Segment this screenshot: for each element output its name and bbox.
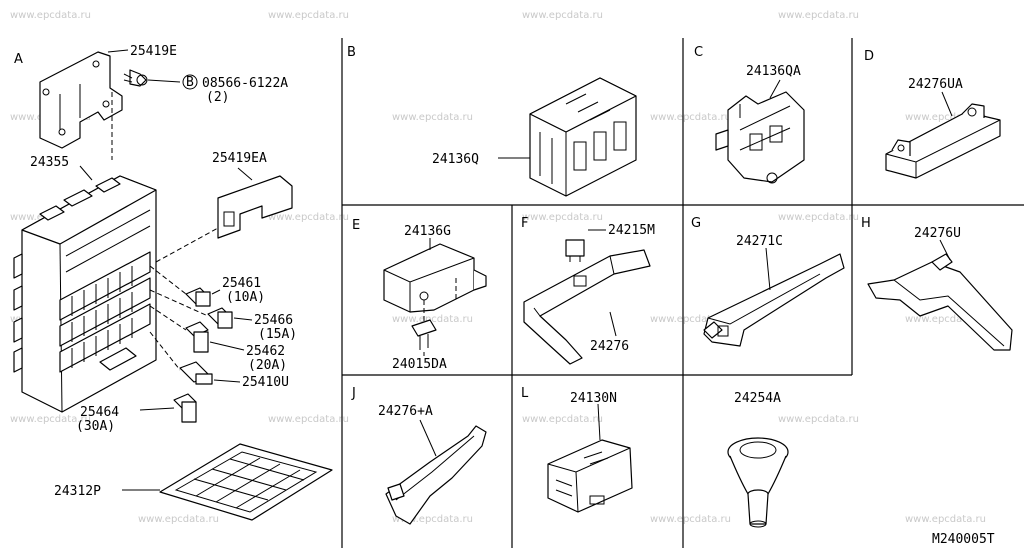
section-j: 24276+A <box>378 404 487 525</box>
connector-24130n <box>547 439 633 513</box>
watermark: www.epcdata.ru <box>905 314 986 325</box>
label-25464-rating: (30A) <box>76 419 115 434</box>
section-label-f: F <box>521 216 528 231</box>
watermark: www.epcdata.ru <box>778 414 859 425</box>
fuse-25462 <box>185 321 209 353</box>
section-l: 24130N <box>547 391 633 513</box>
label-24276-a: 24276+A <box>378 404 433 419</box>
watermark: www.epcdata.ru <box>522 212 603 223</box>
section-label-b: B <box>347 45 356 60</box>
label-24136g: 24136G <box>404 224 451 239</box>
cover-25419ea <box>217 175 293 239</box>
label-25461: 25461 <box>222 276 261 291</box>
section-label-g: G <box>691 216 701 231</box>
label-24271c: 24271C <box>736 234 783 249</box>
label-25466-rating: (15A) <box>258 327 297 342</box>
bolt-08566-6122a <box>123 69 148 87</box>
label-08566-qty: (2) <box>206 90 229 105</box>
protector-24276 <box>523 249 651 365</box>
section-label-l: L <box>521 386 529 401</box>
watermark: www.epcdata.ru <box>268 212 349 223</box>
watermark: www.epcdata.ru <box>650 314 731 325</box>
watermark: www.epcdata.ru <box>905 514 986 525</box>
label-24136qa: 24136QA <box>746 64 801 79</box>
watermark: www.epcdata.ru <box>650 514 731 525</box>
diagram-code: M240005T <box>932 532 995 547</box>
section-a: 25419E B 08566-6122A (2) 24355 25419EA 2… <box>13 44 333 521</box>
bolt-24015da <box>411 319 437 350</box>
fuse-box-24355 <box>13 175 157 413</box>
watermark: www.epcdata.ru <box>268 414 349 425</box>
label-24276: 24276 <box>590 339 629 354</box>
label-24312p: 24312P <box>54 484 101 499</box>
fuse-25464 <box>173 393 197 423</box>
grommet-24254a <box>727 437 789 528</box>
clip-24215m <box>565 239 585 262</box>
watermark: www.epcdata.ru <box>522 10 603 21</box>
watermark: www.epcdata.ru <box>778 212 859 223</box>
fuse-25410u <box>179 361 213 385</box>
label-24276ua: 24276UA <box>908 77 963 92</box>
section-e: 24136G 24015DA <box>383 224 487 372</box>
protector-24271c <box>703 253 845 347</box>
fuse-25466 <box>207 307 233 329</box>
label-25462-rating: (20A) <box>248 358 287 373</box>
label-25464: 25464 <box>80 405 119 420</box>
section-label-a: A <box>14 52 23 67</box>
connector-block-24136q <box>529 77 637 197</box>
label-25410u: 25410U <box>242 375 289 390</box>
watermark: www.epcdata.ru <box>10 414 91 425</box>
label-24355: 24355 <box>30 155 69 170</box>
watermark: www.epcdata.ru <box>392 314 473 325</box>
label-24015da: 24015DA <box>392 357 447 372</box>
label-25466: 25466 <box>254 313 293 328</box>
label-24254a: 24254A <box>734 391 781 406</box>
watermark: www.epcdata.ru <box>392 112 473 123</box>
watermark: www.epcdata.ru <box>905 112 986 123</box>
section-d: 24276UA <box>885 77 1001 179</box>
section-g: 24271C <box>703 234 845 347</box>
label-25419e: 25419E <box>130 44 177 59</box>
watermark: www.epcdata.ru <box>392 514 473 525</box>
watermark: www.epcdata.ru <box>522 414 603 425</box>
connector-24136qa <box>715 91 805 184</box>
section-grid <box>341 38 1024 548</box>
label-08566-6122a: 08566-6122A <box>202 76 288 91</box>
section-grommet: 24254A <box>727 391 789 528</box>
label-25462: 25462 <box>246 344 285 359</box>
fuse-25461 <box>185 287 211 307</box>
watermark: www.epcdata.ru <box>268 10 349 21</box>
label-24130n: 24130N <box>570 391 617 406</box>
section-b: 24136Q <box>432 77 637 197</box>
section-label-j: J <box>351 386 356 401</box>
section-f: 24215M 24276 <box>523 223 655 365</box>
label-24215m: 24215M <box>608 223 655 238</box>
section-h: 24276U <box>867 226 1013 351</box>
section-label-d: D <box>864 49 874 64</box>
protector-24276-a <box>385 425 487 525</box>
bracket-24136g <box>383 243 487 313</box>
section-label-c: C <box>694 45 703 60</box>
protector-24276ua <box>885 103 1001 179</box>
section-c: 24136QA <box>715 64 805 184</box>
label-24136q: 24136Q <box>432 152 479 167</box>
section-label-h: H <box>861 216 871 231</box>
protector-24276u <box>867 253 1013 351</box>
label-25461-rating: (10A) <box>226 290 265 305</box>
watermark: www.epcdata.ru <box>650 112 731 123</box>
watermark: www.epcdata.ru <box>138 514 219 525</box>
watermark: www.epcdata.ru <box>10 10 91 21</box>
bracket-25419e <box>39 51 123 149</box>
section-label-e: E <box>352 218 360 233</box>
label-25419ea: 25419EA <box>212 151 267 166</box>
gasket-24312p <box>159 443 333 521</box>
label-24276u: 24276U <box>914 226 961 241</box>
bolt-marker: B <box>186 75 194 90</box>
watermark: www.epcdata.ru <box>778 10 859 21</box>
